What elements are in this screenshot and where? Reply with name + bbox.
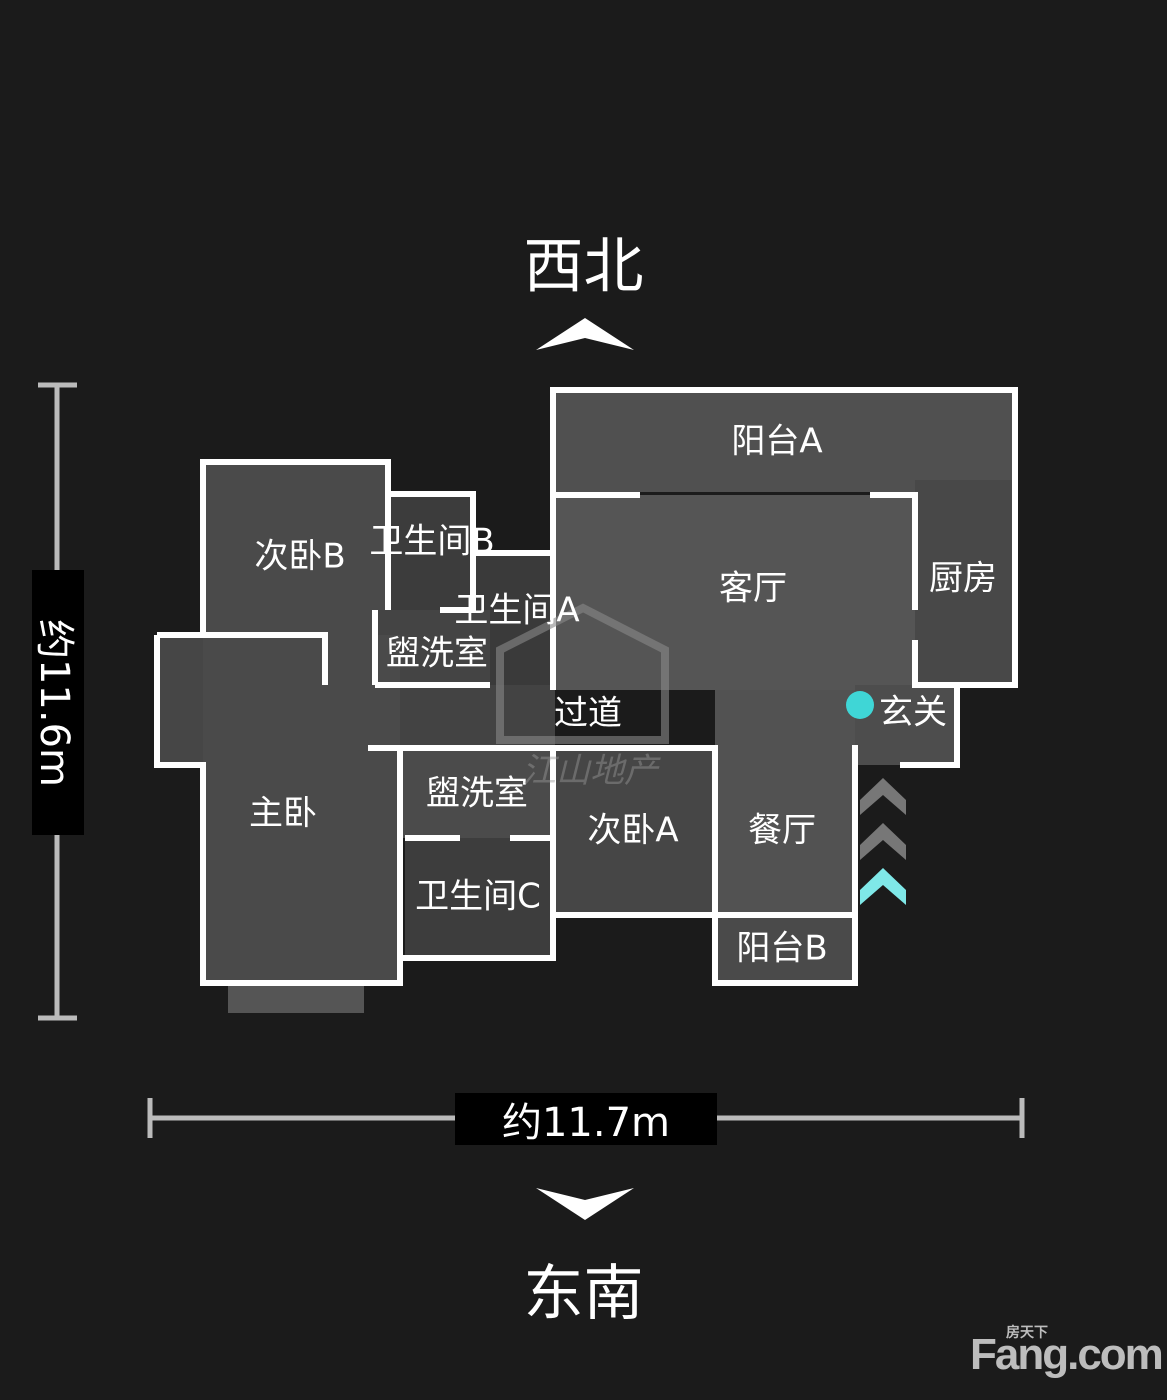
compass-northwest: 西北	[523, 232, 644, 302]
room-washroom-lower: 盥洗室	[426, 774, 528, 814]
logo-cn-text: 房天下	[1006, 1324, 1048, 1340]
entry-arrows-icon	[860, 778, 906, 905]
room-bedroom-a: 次卧A	[587, 811, 678, 851]
room-washroom-upper: 盥洗室	[386, 634, 488, 674]
logo-en-text: Fang.com	[970, 1330, 1164, 1379]
room-balcony-b: 阳台B	[736, 929, 827, 969]
room-balcony-a: 阳台A	[731, 422, 822, 462]
room-master-bedroom: 主卧	[249, 794, 317, 834]
room-kitchen: 厨房	[929, 559, 997, 599]
fang-logo: 房天下 Fang.com	[970, 1324, 1164, 1380]
room-bathroom-b: 卫生间B	[369, 522, 494, 562]
room-corridor: 过道	[554, 694, 622, 734]
width-dimension-label: 约11.7m	[455, 1093, 717, 1146]
walls	[154, 387, 1018, 986]
room-entrance: 玄关	[879, 693, 947, 733]
room-bedroom-b: 次卧B	[254, 537, 345, 577]
room-dining-room: 餐厅	[748, 811, 816, 851]
room-living-room: 客厅	[719, 569, 787, 609]
compass-southeast: 东南	[523, 1259, 644, 1329]
down-arrow-icon	[536, 1188, 634, 1220]
room-bathroom-a: 卫生间A	[454, 591, 579, 631]
room-bathroom-c: 卫生间C	[415, 877, 541, 917]
viewpoint-marker-icon	[846, 691, 874, 719]
up-arrow-icon	[536, 318, 634, 350]
watermark-text: 江山地产	[522, 751, 661, 791]
watermark-house-icon	[496, 603, 669, 744]
height-dimension-text: 约11.6m	[31, 618, 77, 787]
height-dimension-label: 约11.6m	[31, 570, 84, 835]
